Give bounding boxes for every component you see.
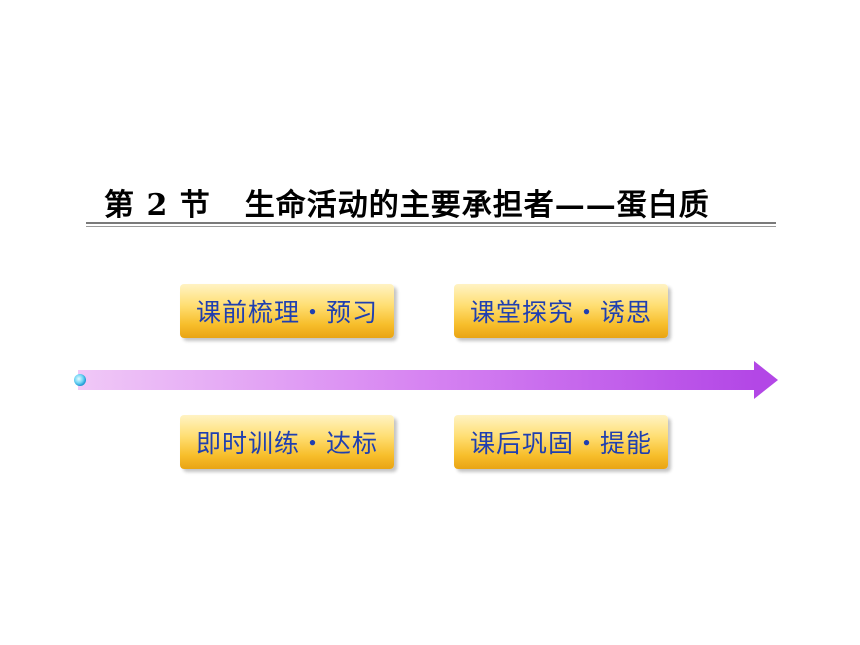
preview-button-label: 课前梳理・预习 [195, 298, 378, 327]
review-button-label: 课后巩固・提能 [469, 429, 652, 458]
practice-button-label: 即时训练・达标 [195, 429, 378, 458]
practice-button[interactable]: 即时训练・达标 [180, 415, 394, 469]
arrow-icon [74, 361, 778, 399]
review-button[interactable]: 课后巩固・提能 [454, 415, 668, 469]
title-underline-secondary [86, 226, 776, 227]
section-number: 第 2 节 [104, 188, 211, 223]
title-underline [86, 222, 776, 224]
preview-button[interactable]: 课前梳理・预习 [180, 284, 394, 338]
slide-title: 第 2 节生命活动的主要承担者——蛋白质 [104, 180, 764, 224]
section-title: 生命活动的主要承担者——蛋白质 [244, 188, 710, 223]
explore-button-label: 课堂探究・诱思 [469, 298, 652, 327]
explore-button[interactable]: 课堂探究・诱思 [454, 284, 668, 338]
